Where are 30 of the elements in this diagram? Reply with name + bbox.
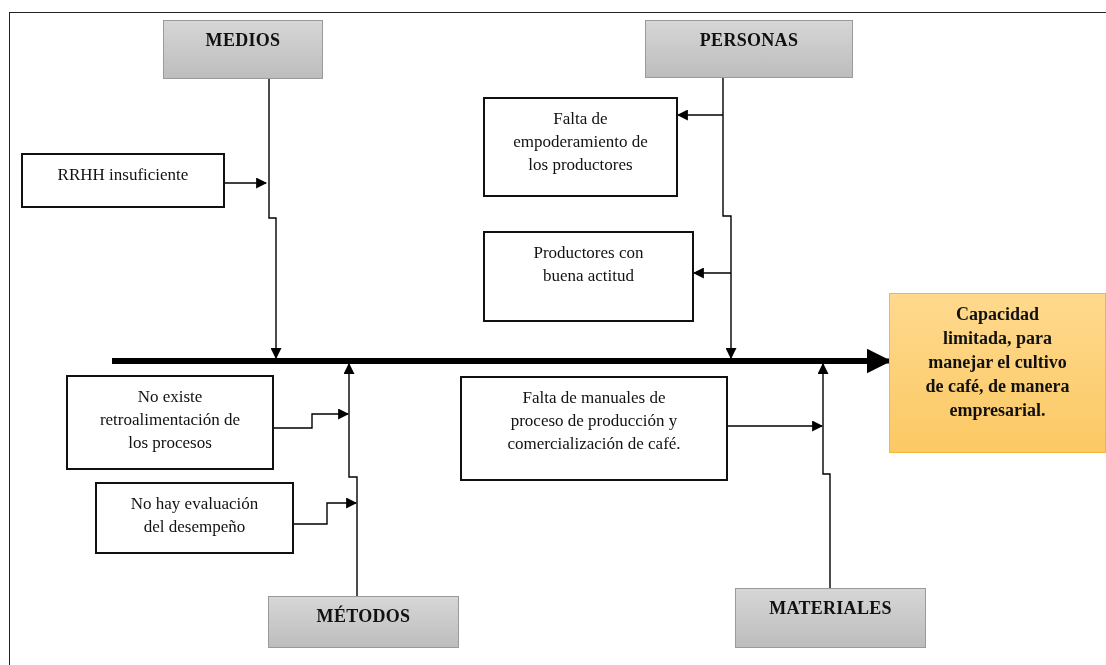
category-box — [735, 588, 926, 648]
arrow — [224, 177, 268, 189]
cause-text: No hay evaluación del desempeño — [129, 493, 260, 538]
cause-text: Productores con buena actitud — [532, 242, 645, 287]
category-box — [163, 20, 323, 79]
effect-text: Capacidad limitada, para manejar el cultivo de café, de manera empresarial. — [924, 303, 1071, 422]
category-box — [268, 596, 459, 648]
cause-box — [95, 482, 294, 554]
arrow — [343, 362, 358, 597]
cause-text: Falta de empoderamiento de los productores — [512, 108, 649, 176]
cause-box — [483, 97, 678, 197]
arrow — [727, 420, 824, 432]
cause-box — [483, 231, 694, 322]
category-label: PERSONAS — [699, 30, 799, 52]
category-label: MEDIOS — [205, 30, 281, 52]
category-label: MATERIALES — [769, 598, 892, 620]
cause-box — [21, 153, 225, 208]
arrow — [817, 362, 831, 589]
effect-box — [889, 293, 1106, 453]
category-label: MÉTODOS — [316, 606, 411, 628]
cause-text: Falta de manuales de proceso de producción y comercialización de café. — [506, 387, 682, 455]
arrow — [273, 408, 350, 429]
category-box — [645, 20, 853, 78]
cause-box — [460, 376, 728, 481]
cause-box — [66, 375, 274, 470]
arrow — [268, 78, 282, 360]
arrow — [293, 497, 358, 525]
cause-text: No existe retroalimentación de los procesos — [98, 386, 242, 454]
cause-text: RRHH insuficiente — [57, 164, 189, 186]
arrow — [722, 77, 737, 360]
